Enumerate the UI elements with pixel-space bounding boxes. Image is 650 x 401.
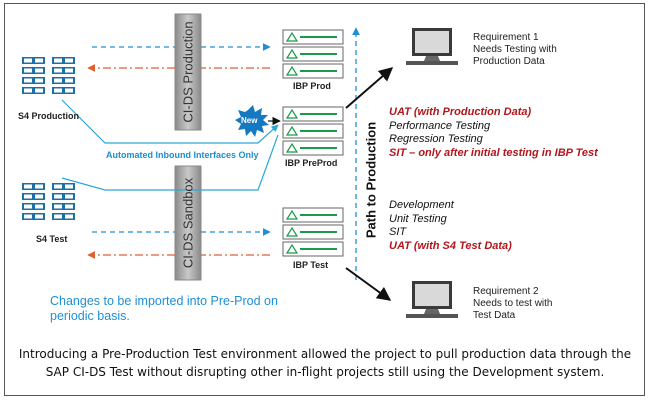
test-development: Development bbox=[389, 199, 454, 211]
changes-note: Changes to be imported into Pre-Prod on … bbox=[50, 294, 278, 324]
requirement1-text: Requirement 1 Needs Testing with Product… bbox=[473, 32, 557, 68]
ibp-prod-label: IBP Prod bbox=[293, 81, 331, 91]
cids-production-label: CI-DS Production bbox=[180, 21, 196, 123]
requirement2-text: Requirement 2 Needs to test with Test Da… bbox=[473, 286, 552, 322]
preprod-test-list: UAT (with Production Data) Performance T… bbox=[389, 106, 598, 160]
ibp-test-label: IBP Test bbox=[293, 260, 329, 270]
caption-line1: Introducing a Pre-Production Test enviro… bbox=[18, 347, 632, 361]
preprod-test-sit: SIT – only after initial testing in IBP … bbox=[389, 146, 598, 159]
requirement2-computer-icon bbox=[406, 281, 458, 318]
s4-test-label: S4 Test bbox=[36, 234, 68, 244]
s4-test-server-icon bbox=[22, 183, 75, 220]
test-unit: Unit Testing bbox=[389, 212, 447, 225]
requirement1-computer-icon bbox=[406, 28, 458, 65]
new-badge-label: New bbox=[241, 116, 258, 125]
figure-frame bbox=[4, 3, 645, 396]
preprod-test-regression: Regression Testing bbox=[389, 133, 483, 145]
automated-interfaces-line-test bbox=[61, 134, 279, 191]
ibp-prod-server-icon bbox=[282, 29, 344, 79]
new-starburst-icon bbox=[235, 105, 269, 137]
preprod-test-uat: UAT (with Production Data) bbox=[389, 106, 532, 118]
arrow-to-requirement2 bbox=[345, 267, 392, 301]
ibp-test-server-icon bbox=[282, 207, 344, 257]
cids-sandbox-label: CI-DS Sandbox bbox=[180, 177, 196, 269]
ibp-test-list: Development Unit Testing SIT UAT (with S… bbox=[389, 199, 512, 253]
path-to-production-label: Path to Production bbox=[363, 121, 379, 239]
requirement1-line3: Production Data bbox=[473, 56, 545, 67]
cids-production-bar bbox=[174, 13, 202, 131]
s4-production-label: S4 Production bbox=[18, 111, 80, 121]
requirement2-title: Requirement 2 bbox=[473, 286, 539, 297]
automated-interfaces-label: Automated Inbound Interfaces Only bbox=[106, 150, 259, 160]
changes-note-line2: periodic basis. bbox=[50, 309, 130, 323]
arrow-to-requirement1 bbox=[345, 67, 394, 109]
changes-note-line1: Changes to be imported into Pre-Prod on bbox=[50, 294, 278, 308]
test-uat: UAT (with S4 Test Data) bbox=[389, 239, 512, 252]
requirement2-line3: Test Data bbox=[473, 310, 516, 321]
s4-production-server-icon bbox=[22, 57, 75, 94]
figure-caption: Introducing a Pre-Production Test enviro… bbox=[8, 345, 642, 381]
automated-interfaces-line-prod bbox=[61, 99, 279, 144]
requirement2-line2: Needs to test with bbox=[473, 298, 553, 309]
requirement1-title: Requirement 1 bbox=[473, 32, 539, 43]
cids-sandbox-bar bbox=[174, 165, 202, 281]
ibp-preprod-label: IBP PreProd bbox=[285, 158, 338, 168]
test-sit: SIT bbox=[389, 226, 407, 238]
requirement1-line2: Needs Testing with bbox=[473, 44, 557, 55]
ibp-preprod-server-icon bbox=[282, 106, 344, 156]
caption-line2: SAP CI-DS Test without disrupting other … bbox=[45, 365, 605, 379]
preprod-test-performance: Performance Testing bbox=[389, 119, 491, 132]
